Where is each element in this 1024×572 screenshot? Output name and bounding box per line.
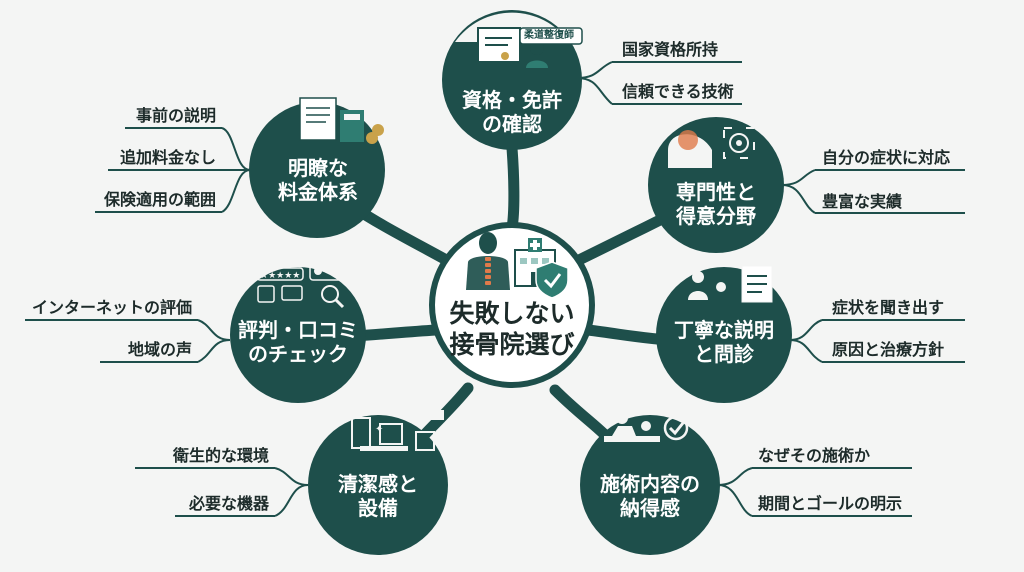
branch-title-pricing: 明瞭な 料金体系 (278, 156, 358, 204)
branch-title-treatment: 施術内容の 納得感 (600, 472, 700, 520)
leaf-cleanliness-1: 衛生的な環境 (172, 446, 269, 465)
leaf-pricing-2: 追加料金なし (119, 148, 216, 167)
receipt-calculator-icon (299, 97, 384, 144)
leaf-pricing-3: 保険適用の範囲 (103, 190, 216, 209)
connector-reviews (349, 324, 442, 342)
branch-title-reviews: 評判・口コミ のチェック (238, 318, 358, 366)
leaf-reviews-1: インターネットの評価 (31, 298, 192, 317)
branch-title-specialty: 専門性と 得意分野 (676, 180, 756, 228)
svg-text:★★★★★: ★★★★★ (260, 271, 300, 281)
leaf-specialty-2: 豊富な実績 (822, 192, 903, 211)
svg-text:✦: ✦ (375, 424, 383, 435)
target-icon (668, 127, 755, 168)
branch-title-qualification: 資格・免許 の確認 (462, 88, 562, 136)
leaf-specialty-1: 自分の症状に対応 (822, 148, 951, 167)
review-icon: ★★★★★ (256, 261, 347, 309)
consultation-icon (688, 265, 773, 303)
leaf-explanation-2: 原因と治療方針 (832, 340, 945, 359)
leaf-treatment-1: なぜその施術か (758, 446, 871, 465)
center-title: 失敗しない 接骨院選び (449, 299, 575, 359)
leaf-treatment-2: 期間とゴールの明示 (758, 494, 903, 513)
center-node (429, 222, 595, 388)
leaf-reviews-2: 地域の声 (127, 340, 192, 359)
leaf-explanation-1: 症状を聞き出す (832, 298, 945, 317)
certificate-icon (477, 27, 583, 68)
clinic-room-icon: ✦ (351, 410, 444, 451)
branch-title-explanation: 丁寧な説明 と問診 (674, 318, 774, 366)
node-treatment (580, 415, 720, 555)
leaf-pricing-1: 事前の説明 (135, 106, 216, 125)
leaf-qualification-2: 信頼できる技術 (622, 82, 734, 101)
leaf-qualification-1: 国家資格所持 (622, 40, 719, 59)
leaf-brackets (25, 61, 965, 517)
leaf-text: 柔道整復師 (524, 30, 574, 41)
spine-icon (466, 232, 510, 290)
leaf-cleanliness-2: 必要な機器 (188, 494, 269, 513)
treatment-icon (604, 412, 689, 442)
branch-title-cleanliness: 清潔感と 設備 (338, 472, 418, 520)
shield-check-icon (535, 261, 569, 299)
connector-qualification (506, 142, 520, 234)
node-cleanliness (308, 415, 448, 555)
